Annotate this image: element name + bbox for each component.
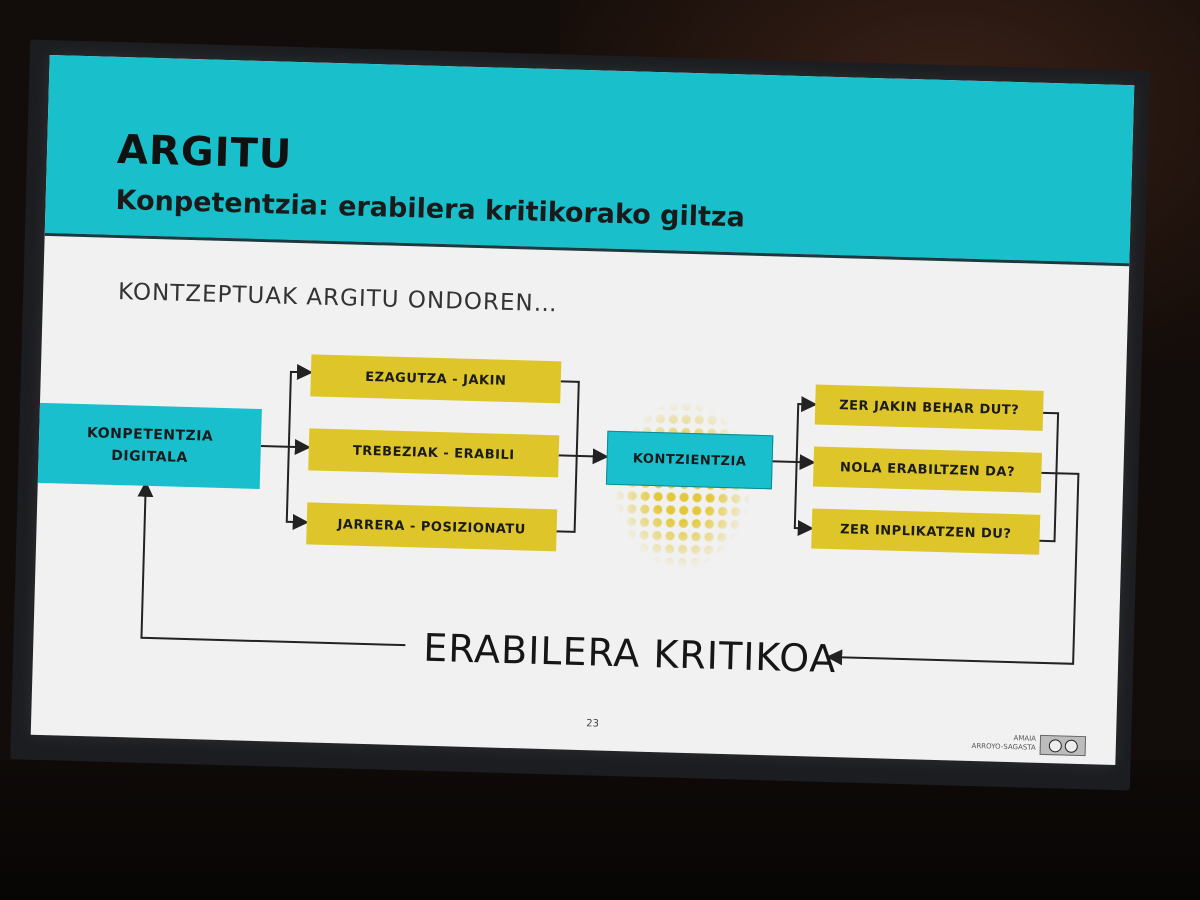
dimension-box-skills: TREBEZIAK - ERABILI [308,428,560,478]
question-box-use: NOLA ERABILTZEN DA? [812,446,1042,493]
arrow-branch-question-3 [793,461,814,537]
presentation-slide: ARGITU Konpetentzia: erabilera kritikora… [30,54,1135,766]
arrow-source-to-skills [260,438,311,455]
question-box-implies: ZER INPLIKATZEN DU? [811,508,1041,555]
arrow-loop-to-source [137,480,406,647]
source-line-2: DIGITALA [111,447,189,466]
arrow-branch-question-1 [795,396,818,463]
dimension-box-knowledge: EZAGUTZA - JAKIN [310,354,562,404]
connector-questions-out [1039,411,1060,543]
cc-icon [1048,738,1062,752]
source-line-1: KONPETENTZIA [86,425,214,445]
diagram-arrows [137,364,1080,666]
arrow-branch-attitude [285,446,309,530]
arrow-branch-knowledge [287,364,313,447]
arrow-center-to-question-2 [770,454,816,471]
dimension-box-attitude: JARRERA - POSIZIONATU [306,502,558,552]
page-number: 23 [586,718,600,730]
center-box: KONTZIENTZIA [605,430,774,490]
source-box: KONPETENTZIA DIGITALA [37,402,262,490]
cc-by-icon [1039,734,1087,757]
arrow-dimensions-to-center [558,448,609,465]
author-credit: AMAIA ARROYO-SAGASTA [971,733,1036,753]
question-box-know: ZER JAKIN BEHAR DUT? [814,384,1044,431]
arrow-loop-to-footer [826,471,1080,666]
by-icon [1064,739,1078,753]
author-line-2: ARROYO-SAGASTA [971,741,1036,752]
